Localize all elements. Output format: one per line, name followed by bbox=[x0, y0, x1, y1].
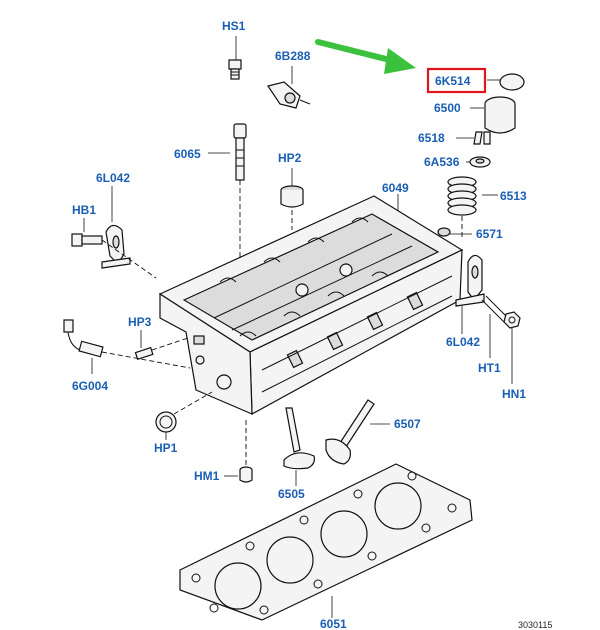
bolt-6065 bbox=[208, 123, 247, 262]
label-hp2: HP2 bbox=[278, 151, 302, 165]
label-hn1: HN1 bbox=[502, 387, 526, 401]
plug-hp2 bbox=[280, 168, 304, 230]
label-6k514: 6K514 bbox=[435, 74, 471, 88]
label-6065: 6065 bbox=[174, 147, 201, 161]
highlight-box-6k514 bbox=[426, 67, 487, 94]
label-6g004: 6G004 bbox=[72, 379, 108, 393]
label-hs1: HS1 bbox=[222, 19, 246, 33]
retainer-6a536 bbox=[466, 156, 491, 168]
green-pointer-arrow bbox=[315, 39, 416, 74]
label-6505: 6505 bbox=[278, 487, 305, 501]
bolt-hb1 bbox=[71, 218, 157, 279]
label-6513: 6513 bbox=[500, 189, 527, 203]
cap-6k514 bbox=[487, 73, 525, 91]
dowel-hm1 bbox=[224, 420, 253, 483]
label-6049: 6049 bbox=[382, 181, 409, 195]
bracket-6l042-right bbox=[455, 254, 485, 334]
label-6b288: 6B288 bbox=[275, 49, 311, 63]
sensor-6b288 bbox=[267, 66, 311, 109]
label-6518: 6518 bbox=[418, 131, 445, 145]
label-6l042-left: 6L042 bbox=[96, 171, 130, 185]
label-hp1: HP1 bbox=[154, 441, 178, 455]
valve-6505 bbox=[283, 407, 315, 486]
plug-hp1 bbox=[155, 391, 213, 440]
label-6a536: 6A536 bbox=[424, 155, 460, 169]
label-ht1: HT1 bbox=[478, 361, 501, 375]
tappet-6500 bbox=[470, 96, 516, 134]
bracket-6l042-left bbox=[101, 186, 131, 269]
sensor-6g004 bbox=[63, 319, 191, 374]
stud-ht1 bbox=[481, 295, 509, 358]
figure-reference-code: 3030115 bbox=[518, 620, 552, 630]
plug-hp3 bbox=[134, 330, 189, 361]
nut-hn1 bbox=[503, 311, 521, 384]
spring-6513 bbox=[447, 176, 498, 216]
bolt-hs1 bbox=[228, 36, 242, 80]
collet-6518 bbox=[456, 131, 491, 145]
label-hm1: HM1 bbox=[194, 469, 220, 483]
label-6500: 6500 bbox=[434, 101, 461, 115]
label-6571: 6571 bbox=[476, 227, 503, 241]
label-6051: 6051 bbox=[320, 617, 347, 630]
seal-6571 bbox=[437, 227, 472, 237]
label-hb1: HB1 bbox=[72, 203, 96, 217]
label-6l042-right: 6L042 bbox=[446, 335, 480, 349]
valve-6507 bbox=[325, 399, 390, 465]
label-6507: 6507 bbox=[394, 417, 421, 431]
label-hp3: HP3 bbox=[128, 315, 152, 329]
head-gasket-6051 bbox=[179, 463, 473, 621]
cylinder-head-6049 bbox=[158, 194, 464, 415]
